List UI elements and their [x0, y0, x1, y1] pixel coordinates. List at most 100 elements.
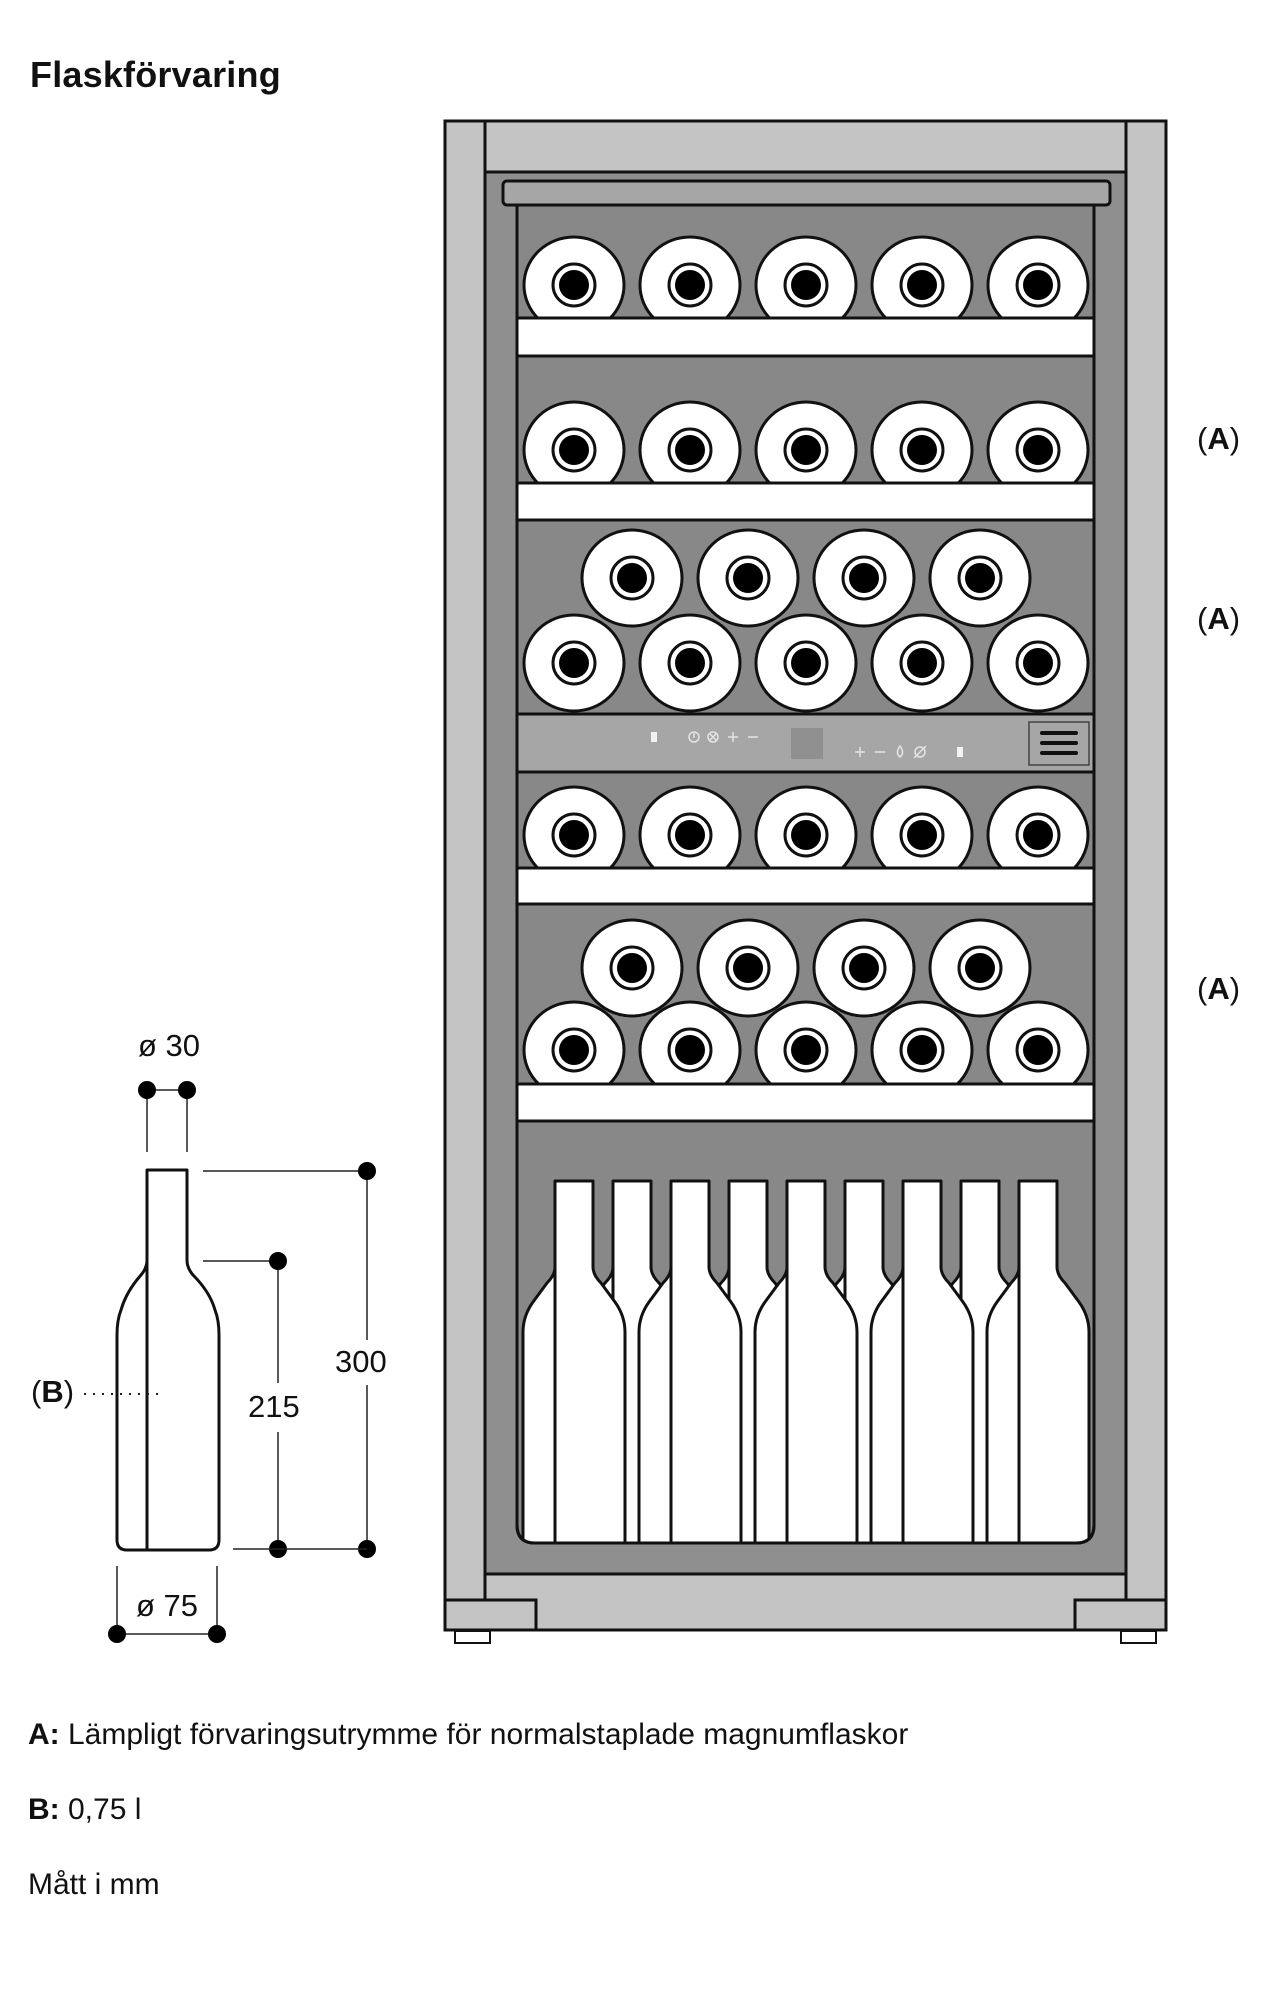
cabinet-top-panel [483, 119, 1128, 174]
bottle-punt [907, 648, 937, 678]
lying-bottle [986, 400, 1090, 500]
lying-bottle [870, 235, 974, 335]
bottle-punt [559, 270, 589, 300]
lying-bottle [986, 613, 1090, 713]
bottle-punt [849, 563, 879, 593]
lying-bottle [986, 785, 1090, 885]
bottle-row-3 [522, 528, 1090, 713]
menu-icon [1040, 731, 1078, 755]
bottle-punt [907, 270, 937, 300]
dim-dot [358, 1162, 376, 1180]
lying-bottle [522, 400, 626, 500]
dim-dot [269, 1252, 287, 1270]
cabinet-base-panel [483, 1572, 1128, 1632]
standing-bottle-front [637, 1179, 743, 1543]
lying-bottle [522, 235, 626, 335]
bottle-punt [965, 563, 995, 593]
lying-bottle [580, 918, 684, 1018]
bottle-punt [675, 648, 705, 678]
cabinet-side-left [443, 119, 487, 1602]
lying-bottle [696, 528, 800, 628]
bottle-punt [559, 820, 589, 850]
shelf-5 [515, 1082, 1096, 1123]
bottle-punt [791, 270, 821, 300]
standing-bottle-front [985, 1179, 1091, 1543]
standing-bottle-front [521, 1179, 627, 1543]
light-icon [651, 732, 657, 742]
bottle-punt [1023, 435, 1053, 465]
lying-bottle [870, 1000, 974, 1100]
lying-bottle [638, 613, 742, 713]
label-a-stacked-1: (A) [1197, 601, 1241, 636]
lying-bottle [696, 918, 800, 1018]
shelf-1 [515, 316, 1096, 358]
plus-icon [728, 732, 738, 742]
bottle-punt [675, 435, 705, 465]
lying-bottle [638, 400, 742, 500]
bottle-punt [617, 563, 647, 593]
legend-units: Mått i mm [28, 1868, 160, 1901]
bottle-punt [559, 648, 589, 678]
bottle-punt [791, 435, 821, 465]
lying-bottle [522, 613, 626, 713]
dim-dot [108, 1625, 126, 1643]
shelf-2 [515, 481, 1096, 522]
bottles [521, 235, 1091, 1543]
fan-icon [707, 731, 719, 743]
power-icon [688, 731, 700, 743]
dim-dot [138, 1081, 156, 1099]
standing-bottles [521, 1179, 1091, 1543]
lying-bottle [638, 785, 742, 885]
bottle-punt [675, 820, 705, 850]
bottle-punt [907, 435, 937, 465]
lying-bottle [754, 613, 858, 713]
humidity-icon [896, 744, 904, 758]
foot-left [454, 1630, 491, 1644]
bottle-row-4 [522, 785, 1090, 885]
lying-bottle [812, 918, 916, 1018]
bottle-row-5 [522, 918, 1090, 1100]
bottle-punt [1023, 820, 1053, 850]
lying-bottle [986, 235, 1090, 335]
foot-right [1120, 1630, 1157, 1644]
lying-bottle [754, 235, 858, 335]
label-b: (B) [31, 1374, 75, 1409]
dim-dot [208, 1625, 226, 1643]
bottle-punt [733, 563, 763, 593]
lying-bottle [580, 528, 684, 628]
temperature-display [791, 728, 823, 759]
bottle-dimension-diagram [84, 1081, 376, 1643]
label-a-shelf-2: (A) [1197, 421, 1241, 456]
shelf-4 [515, 866, 1096, 906]
lying-bottle [638, 1000, 742, 1100]
bottle-punt [617, 953, 647, 983]
lying-bottle [928, 918, 1032, 1018]
bottle-punt [849, 953, 879, 983]
body-diameter-label: ø 75 [136, 1588, 199, 1623]
control-panel [515, 712, 1096, 774]
menu-button[interactable] [1028, 721, 1090, 766]
page-title: Flaskförvaring [30, 54, 281, 95]
lying-bottle [928, 528, 1032, 628]
lying-bottle [870, 400, 974, 500]
bottle-punt [1023, 648, 1053, 678]
lying-bottle [522, 1000, 626, 1100]
foot-block-right [1073, 1598, 1168, 1632]
lying-bottle [754, 785, 858, 885]
lying-bottle [638, 235, 742, 335]
lying-bottle [986, 1000, 1090, 1100]
legend-a: A: Lämpligt förvaringsutrymme för normal… [28, 1718, 909, 1751]
bottom-compartment-outline [515, 1121, 1096, 1545]
wine-cabinet [443, 119, 1168, 1644]
total-height-label: 300 [335, 1344, 387, 1379]
lock-icon [957, 747, 963, 757]
bottle-punt [791, 648, 821, 678]
label-a-stacked-2: (A) [1197, 971, 1241, 1006]
lying-bottle [870, 785, 974, 885]
lying-bottle [754, 400, 858, 500]
lying-bottle [812, 528, 916, 628]
alarm-off-icon [913, 745, 927, 759]
bottle-punt [733, 953, 763, 983]
lying-bottle [870, 613, 974, 713]
